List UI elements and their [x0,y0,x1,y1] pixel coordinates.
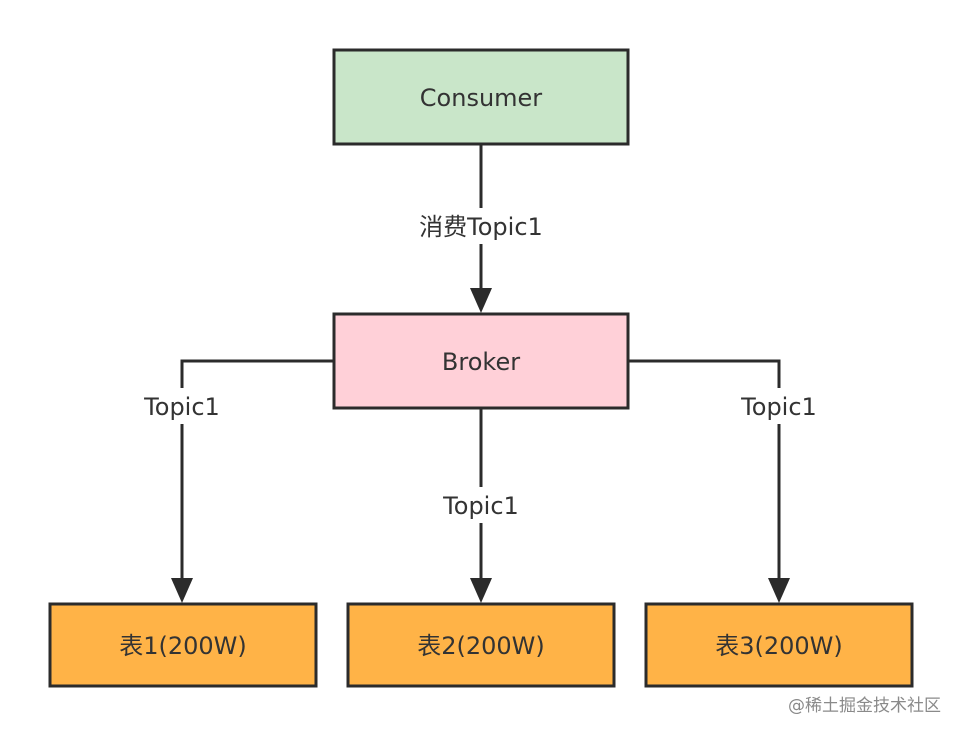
node-table2: 表2(200W) [346,602,616,688]
arrowhead-broker [470,288,492,313]
node-table2-box [346,602,616,688]
node-consumer-box [332,48,630,146]
arrowhead-table3 [768,578,790,603]
edge-label-table2: Topic1 [442,492,519,520]
node-table1-box [48,602,318,688]
node-consumer-label: Consumer [420,84,543,112]
edge-label-table1: Topic1 [143,393,220,421]
node-broker-box [332,312,630,410]
node-broker-label: Broker [442,348,520,376]
edge-broker-to-table3 [628,359,781,582]
edge-label-table3: Topic1 [740,393,817,421]
arrowheads [171,288,790,603]
arrowhead-table2 [470,578,492,603]
watermark-text: @稀土掘金技术社区 [788,696,941,716]
node-broker: Broker [332,312,630,410]
node-table3-label: 表3(200W) [715,632,843,660]
node-table2-label: 表2(200W) [417,632,545,660]
node-table1: 表1(200W) [48,602,318,688]
node-consumer: Consumer [332,48,630,146]
arrowhead-table1 [171,578,193,603]
node-table3: 表3(200W) [644,602,914,688]
node-table1-label: 表1(200W) [119,632,247,660]
node-table3-box [644,602,914,688]
edge-broker-to-table1 [180,359,334,582]
edge-label-consume: 消费Topic1 [419,213,543,241]
edge-labels: 消费Topic1 Topic1 Topic1 Topic1 [136,208,825,523]
